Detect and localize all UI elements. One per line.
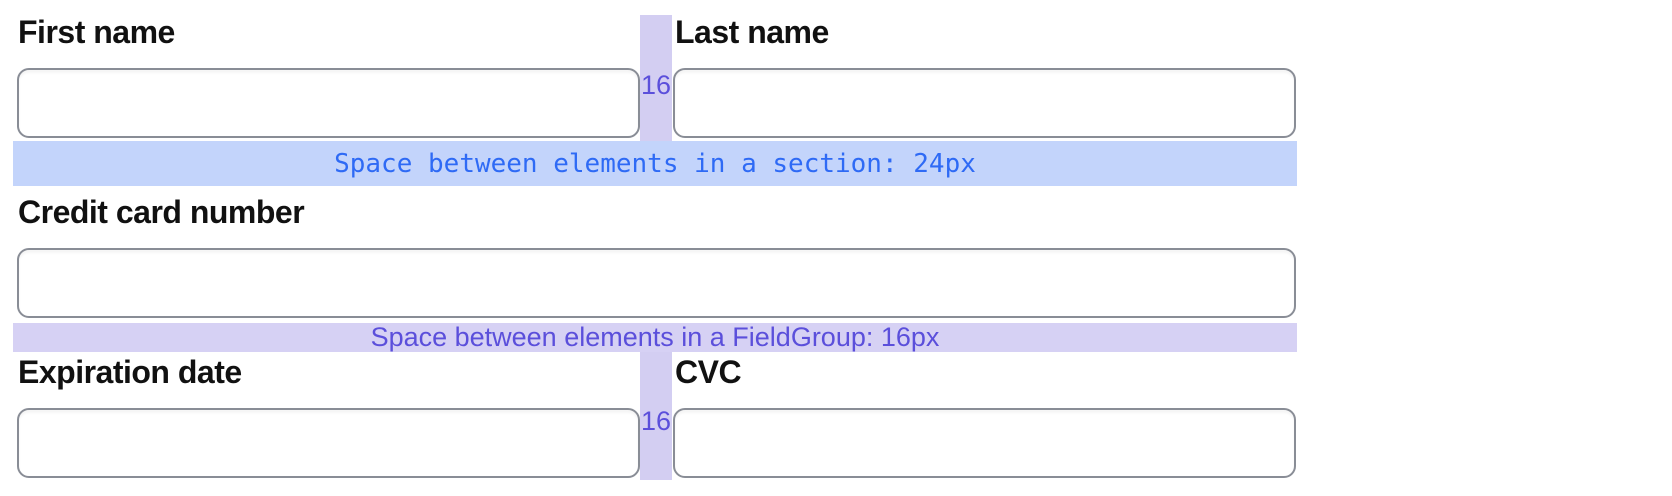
section-spacing-highlight: Space between elements in a section: 24p…: [13, 141, 1297, 186]
credit-card-number-label: Credit card number: [18, 194, 305, 230]
last-name-label: Last name: [675, 14, 829, 50]
fieldgroup-spacing-highlight: Space between elements in a FieldGroup: …: [13, 322, 1297, 352]
horizontal-gap-size-label-row1: 16: [640, 70, 672, 100]
first-name-label: First name: [18, 14, 175, 50]
first-name-input[interactable]: [17, 68, 640, 138]
fieldgroup-spacing-label: Space between elements in a FieldGroup: …: [370, 322, 940, 352]
horizontal-gap-size-label-row3: 16: [640, 406, 672, 436]
cvc-input[interactable]: [673, 408, 1296, 478]
section-spacing-label: Space between elements in a section: 24p…: [334, 148, 976, 179]
last-name-input[interactable]: [673, 68, 1296, 138]
expiration-date-input[interactable]: [17, 408, 640, 478]
horizontal-gap-highlight-row3: [640, 352, 672, 480]
expiration-date-label: Expiration date: [18, 354, 242, 390]
cvc-label: CVC: [675, 354, 742, 390]
credit-card-number-input[interactable]: [17, 248, 1296, 318]
horizontal-gap-highlight-row1: [640, 15, 672, 141]
